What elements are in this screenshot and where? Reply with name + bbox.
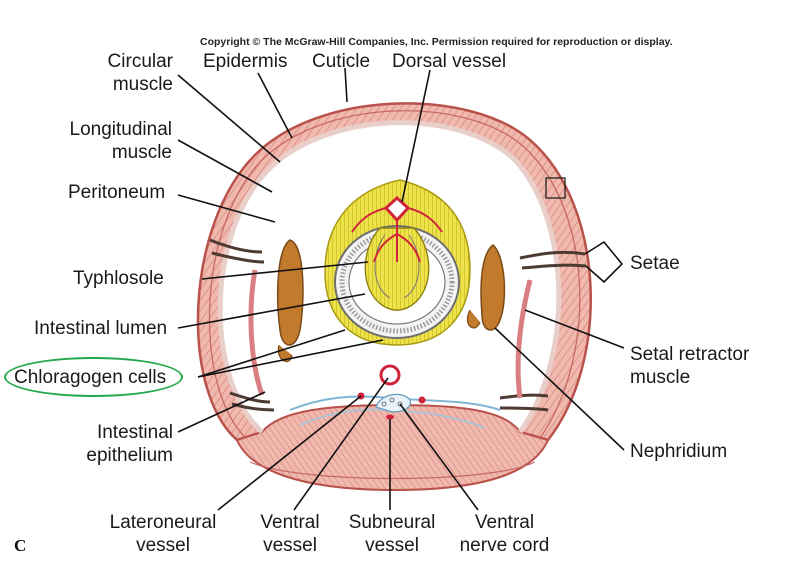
leader-cuticle [344, 67, 348, 103]
detail-box-marker [545, 177, 566, 199]
leader-epidermis [257, 72, 293, 139]
leader-circular-muscle [177, 74, 281, 163]
leader-chloragogen-cells-2 [197, 339, 384, 378]
leader-ventral-vessel [293, 377, 389, 511]
ventral-structures [289, 364, 501, 429]
label-intestinal-epithelium: Intestinal epithelium [86, 422, 173, 466]
label-epidermis: Epidermis [203, 51, 288, 72]
panel-letter: C [14, 536, 27, 555]
label-intestinal-lumen: Intestinal lumen [34, 318, 168, 339]
leader-ventral-nerve-cord [399, 403, 479, 511]
leader-nephridium [494, 327, 625, 451]
leader-setae [584, 240, 624, 284]
ventral-vessel [379, 364, 401, 386]
leader-longitudinal-muscle [177, 139, 273, 193]
chloragogen-highlight-ellipse [4, 357, 183, 397]
leader-lines [177, 67, 625, 511]
label-ventral-vessel: Ventral vessel [260, 512, 320, 556]
label-lateroneural-vessel: Lateroneural vessel [109, 512, 217, 556]
leader-lateroneural-vessel [217, 395, 362, 511]
peritoneum-layer [217, 120, 562, 434]
label-setal-retractor-muscle: Setal retractor muscle [630, 344, 750, 388]
leader-typhlosole [201, 261, 369, 280]
leader-intestinal-epithelium [177, 391, 266, 433]
leader-intestinal-lumen [177, 293, 366, 329]
label-typhlosole: Typhlosole [73, 268, 164, 289]
leader-dorsal-vessel [401, 69, 431, 203]
label-nephridium: Nephridium [630, 441, 728, 462]
label-chloragogen-cells: Chloragogen cells [14, 367, 167, 388]
label-subneural-vessel: Subneural vessel [348, 512, 436, 556]
label-ventral-nerve-cord: Ventral nerve cord [459, 512, 550, 556]
label-circular-muscle: Circular muscle [107, 51, 173, 95]
nephridium-left [277, 239, 304, 346]
leader-chloragogen-cells [197, 329, 346, 378]
leader-setal-retractor [524, 309, 625, 349]
label-dorsal-vessel: Dorsal vessel [392, 51, 507, 72]
label-longitudinal-muscle: Longitudinal muscle [69, 119, 172, 163]
copyright-notice: Copyright © The McGraw-Hill Companies, I… [200, 36, 673, 48]
label-cuticle: Cuticle [312, 51, 371, 72]
label-setae: Setae [630, 253, 680, 274]
subneural-vessel [386, 414, 394, 420]
setal-retractor-muscles [248, 269, 533, 399]
label-peritoneum: Peritoneum [68, 182, 166, 203]
nephridia [277, 239, 506, 363]
intestine [324, 179, 471, 346]
nephridium-right [480, 244, 506, 331]
ventral-body-wall [235, 403, 550, 492]
leader-peritoneum [177, 194, 276, 223]
lateroneural-vessel-right [418, 396, 426, 404]
